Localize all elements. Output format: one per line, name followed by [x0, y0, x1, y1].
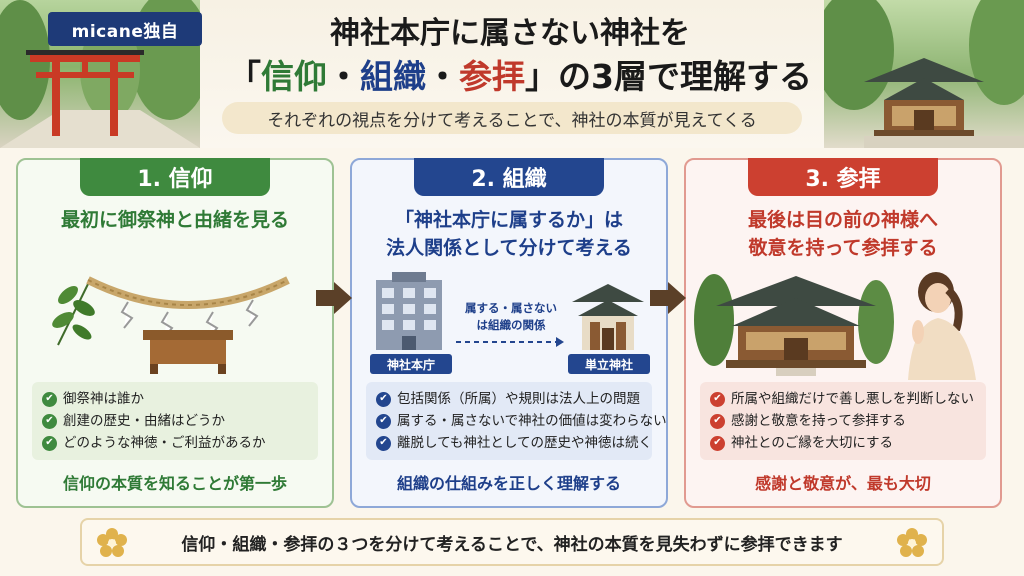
card-heading: 「神社本庁に属するか」は 法人関係として分けて考える	[352, 206, 666, 262]
worshipper-icon	[908, 272, 976, 380]
card-organization: 2. 組織 「神社本庁に属するか」は 法人関係として分けて考える	[350, 158, 668, 508]
title-bracket-open: 「	[228, 57, 262, 96]
card-faith: 1. 信仰 最初に御祭神と由緒を見る	[16, 158, 334, 508]
independent-shrine-label: 単立神社	[568, 354, 650, 374]
card-heading-line: 最初に御祭神と由緒を見る	[60, 209, 289, 231]
check-icon: ✔	[710, 391, 725, 407]
card-heading-line: 「神社本庁に属するか」は	[394, 209, 623, 231]
title-separator: ・	[327, 57, 361, 96]
plum-flower-icon	[897, 528, 927, 557]
plum-flower-icon	[97, 528, 127, 557]
card-heading-line: 敬意を持って参拝する	[748, 237, 938, 259]
card-footer: 信仰の本質を知ることが第一歩	[62, 474, 287, 493]
card-tab: 3. 参拝	[748, 158, 938, 196]
summary-banner: 信仰・組織・参拝の３つを分けて考えることで、神社の本質を見失わずに参拝できます	[80, 518, 944, 566]
check-icon: ✔	[710, 413, 725, 429]
check-icon: ✔	[376, 435, 391, 451]
check-icon: ✔	[710, 435, 725, 451]
shimenawa-icon	[52, 276, 290, 374]
list-item: ✔創建の歴史・由緒はどうか	[42, 410, 308, 432]
page-title-line2: 「信仰・組織・参拝」の3層で理解する	[200, 50, 840, 98]
list-item: ✔御祭神は誰か	[42, 388, 308, 410]
list-item: ✔所属や組織だけで善し悪しを判断しない	[710, 388, 976, 410]
check-icon: ✔	[42, 391, 57, 407]
organization-diagram: 属する・属さない は組織の関係 神社本庁 単立神社	[352, 260, 666, 380]
title-keyword-worship: 参拝	[459, 57, 526, 96]
shrine-building-icon	[824, 0, 1024, 148]
check-icon: ✔	[376, 413, 391, 429]
list-item: ✔属する・属さないで神社の価値は変わらない	[376, 410, 667, 432]
shrine-scene	[824, 0, 1024, 148]
check-icon: ✔	[42, 435, 57, 451]
checklist: ✔御祭神は誰か ✔創建の歴史・由緒はどうか ✔どのような神徳・ご利益があるか	[32, 382, 318, 460]
card-footer: 組織の仕組みを正しく理解する	[396, 474, 621, 493]
list-item: ✔感謝と敬意を持って参拝する	[710, 410, 976, 432]
check-icon: ✔	[376, 391, 391, 407]
checklist: ✔所属や組織だけで善し悪しを判断しない ✔感謝と敬意を持って参拝する ✔神社との…	[700, 382, 986, 460]
card-heading: 最後は目の前の神様へ 敬意を持って参拝する	[686, 206, 1000, 262]
title-keyword-faith: 信仰	[261, 57, 328, 96]
card-tab: 2. 組織	[414, 158, 604, 196]
page-title-line1: 神社本庁に属さない神社を	[330, 16, 690, 51]
brand-badge: micane独自	[48, 12, 202, 46]
list-item: ✔どのような神徳・ご利益があるか	[42, 432, 308, 454]
list-item: ✔包括関係（所属）や規則は法人上の問題	[376, 388, 642, 410]
title-separator: ・	[426, 57, 460, 96]
list-item: ✔離脱しても神社としての歴史や神徳は続く	[376, 432, 652, 454]
title-keyword-organization: 組織	[360, 57, 427, 96]
shimenawa-illustration	[18, 260, 332, 380]
card-tab: 1. 信仰	[80, 158, 270, 196]
arrow-right-icon	[650, 282, 686, 314]
office-building-icon	[376, 272, 442, 350]
subtitle-banner: それぞれの視点を分けて考えることで、神社の本質が見えてくる	[222, 102, 802, 134]
relation-label: 属する・属さない は組織の関係	[465, 301, 557, 332]
card-heading-line: 最後は目の前の神様へ	[747, 209, 938, 231]
worship-illustration	[686, 260, 1000, 380]
card-heading-line: 法人関係として分けて考える	[386, 237, 632, 259]
card-heading: 最初に御祭神と由緒を見る	[18, 206, 332, 234]
diagram-graphics	[376, 272, 644, 350]
check-icon: ✔	[42, 413, 57, 429]
shrine-building-icon	[716, 276, 876, 376]
independent-shrine-icon	[572, 284, 644, 350]
worship-scene-icon	[694, 272, 976, 380]
title-rest: 」の3層で理解する	[525, 57, 812, 96]
checklist: ✔包括関係（所属）や規則は法人上の問題 ✔属する・属さないで神社の価値は変わらな…	[366, 382, 667, 460]
arrow-right-icon	[316, 282, 352, 314]
summary-text: 信仰・組織・参拝の３つを分けて考えることで、神社の本質を見失わずに参拝できます	[181, 534, 843, 555]
card-worship: 3. 参拝 最後は目の前の神様へ 敬意を持って参拝する	[684, 158, 1002, 508]
sakaki-branch-icon	[52, 279, 95, 346]
card-footer: 感謝と敬意が、最も大切	[755, 474, 931, 493]
list-item: ✔神社とのご縁を大切にする	[710, 432, 976, 454]
honcho-label: 神社本庁	[370, 354, 452, 374]
